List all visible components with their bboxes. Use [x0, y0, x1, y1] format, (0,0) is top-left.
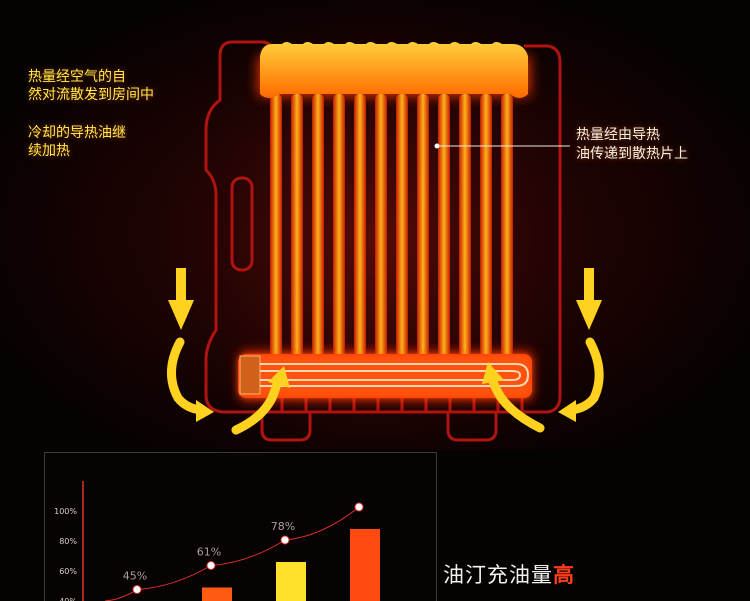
data-label: 45%	[123, 570, 147, 583]
chart-caption-prefix: 油汀充油量	[443, 563, 553, 587]
data-point	[281, 536, 289, 544]
callout-heat-transfer-line2: 油传递到散热片上	[576, 145, 688, 164]
heater-illustration: 热量经空气的自 然对流散发到房间中 冷却的导热油继 续加热 热量经由导热 油传递…	[0, 0, 750, 450]
callout-cooled-oil: 冷却的导热油继 续加热	[28, 124, 126, 160]
data-point	[207, 562, 215, 570]
y-tick-label: 60%	[59, 567, 77, 576]
data-label: 78%	[271, 520, 295, 533]
chart-caption: 油汀充油量高	[443, 559, 575, 589]
chart-caption-highlight: 高	[553, 563, 575, 587]
bar	[350, 529, 380, 601]
callout-dot	[435, 144, 440, 149]
trend-curve	[105, 507, 359, 601]
callout-heat-transfer-line1: 热量经由导热	[576, 126, 688, 145]
callout-heat-transfer: 热量经由导热 油传递到散热片上	[576, 126, 688, 164]
callout-cooled-oil-line1: 冷却的导热油继	[28, 124, 126, 142]
callout-convection-line2: 然对流散发到房间中	[28, 86, 154, 104]
y-tick-label: 40%	[59, 597, 77, 601]
top-manifold	[260, 42, 528, 98]
oil-capacity-chart: 40% 60% 80% 100% 45% 61% 78%	[45, 453, 436, 601]
heating-element-plug	[240, 356, 260, 394]
oil-capacity-chart-panel: 40% 60% 80% 100% 45% 61% 78%	[44, 452, 437, 601]
data-point	[133, 586, 141, 594]
data-label: 61%	[197, 546, 221, 559]
y-tick-label: 80%	[59, 537, 77, 546]
callout-convection: 热量经空气的自 然对流散发到房间中	[28, 68, 154, 104]
bar	[202, 588, 232, 601]
data-point	[355, 503, 363, 511]
callout-convection-line1: 热量经空气的自	[28, 68, 154, 86]
callout-cooled-oil-line2: 续加热	[28, 142, 126, 160]
bar	[276, 562, 306, 601]
y-tick-label: 100%	[54, 507, 77, 516]
